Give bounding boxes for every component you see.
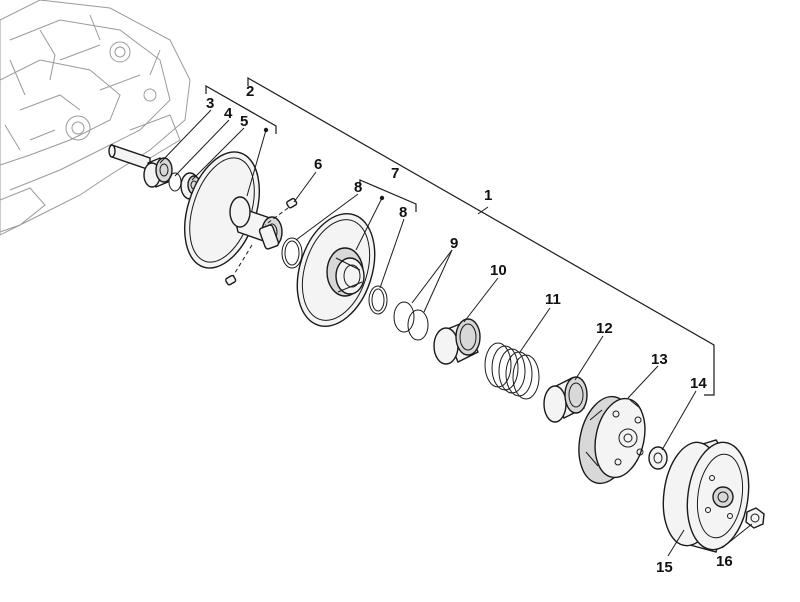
assembly-bracket-1 <box>247 76 715 396</box>
callout-8-lower: 8 <box>399 204 407 221</box>
callout-9: 9 <box>450 235 458 252</box>
leader-lines <box>159 109 753 557</box>
callout-16: 16 <box>716 553 733 570</box>
part-16-nut <box>745 507 765 529</box>
callout-12: 12 <box>596 320 613 337</box>
part-8-o-ring-upper <box>281 237 303 269</box>
callout-4: 4 <box>224 105 233 122</box>
part-14-washer <box>648 446 668 470</box>
part-2-pulley-half <box>184 151 283 269</box>
part-12-collar <box>543 376 588 423</box>
part-6-pins <box>225 197 298 286</box>
part-15-clutch-drum <box>662 439 750 553</box>
callout-15: 15 <box>656 559 673 576</box>
callout-3: 3 <box>206 95 214 112</box>
callout-11: 11 <box>545 291 561 308</box>
callout-2: 2 <box>246 83 254 100</box>
part-3-bearing <box>143 157 173 188</box>
callout-13: 13 <box>651 351 668 368</box>
callout-6: 6 <box>314 156 322 173</box>
engine-crankcase <box>0 0 191 236</box>
callout-labels: 1 2 3 4 5 6 7 8 8 9 10 11 12 13 14 15 16 <box>206 83 733 576</box>
callout-8-upper: 8 <box>354 179 362 196</box>
drive-shaft <box>108 144 151 171</box>
part-11-spring <box>484 342 540 400</box>
part-8-o-ring-lower <box>368 285 388 315</box>
callout-5: 5 <box>240 113 248 130</box>
assembly-bracket-2 <box>205 84 277 134</box>
part-7-movable-pulley <box>296 213 376 327</box>
assembly-bracket-7 <box>359 179 417 212</box>
callout-7: 7 <box>391 165 399 182</box>
part-9-seal-rings <box>393 301 429 341</box>
callout-1: 1 <box>484 187 492 204</box>
callout-14: 14 <box>690 375 707 392</box>
callout-10: 10 <box>490 262 507 279</box>
part-10-sleeve <box>433 318 481 365</box>
part-13-clutch <box>578 395 646 485</box>
